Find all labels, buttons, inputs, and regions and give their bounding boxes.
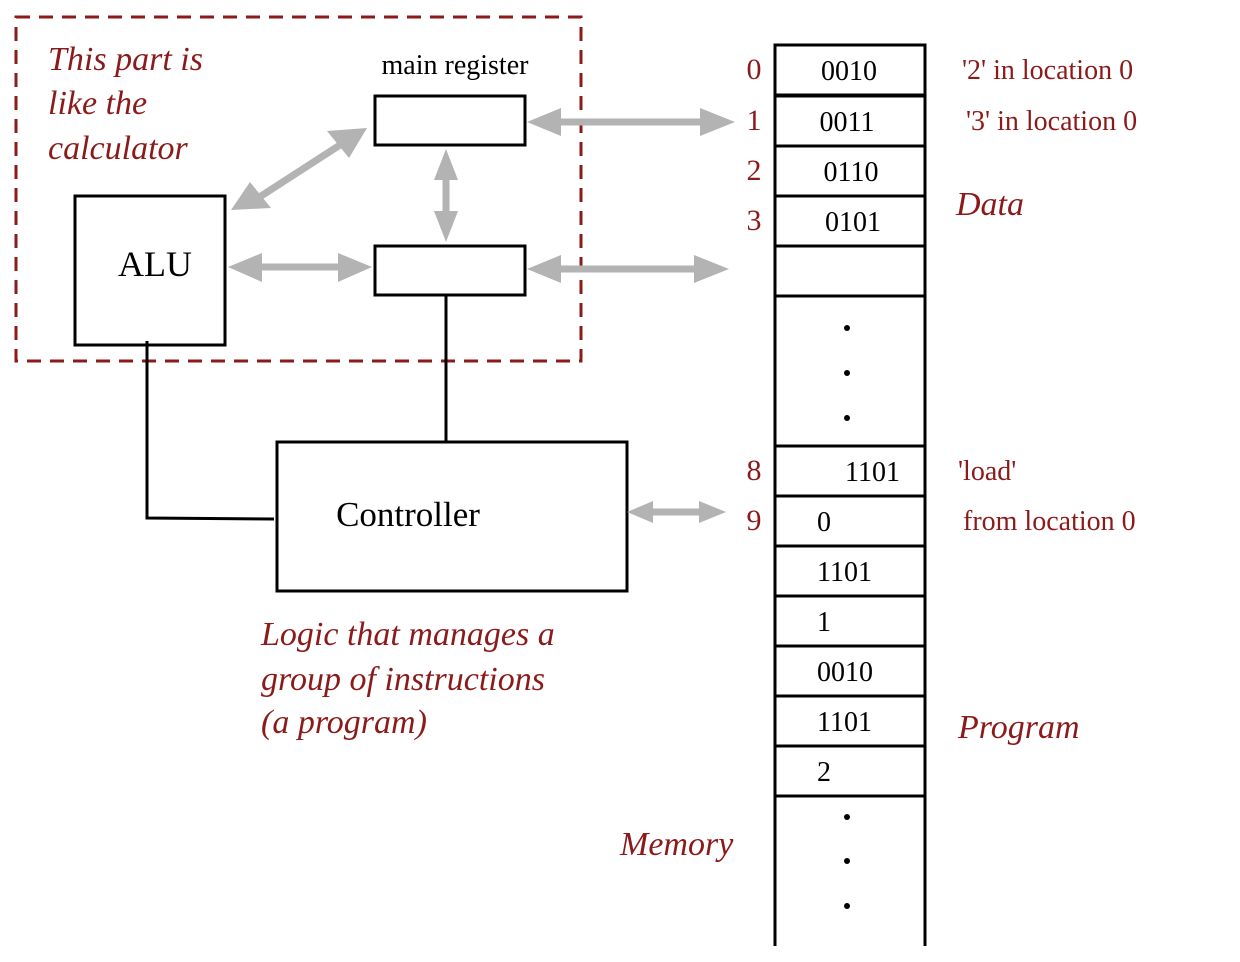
memory-address: 9 [747,504,762,537]
memory-address: 2 [747,154,762,187]
memory-cell [773,244,927,298]
memory-cell-box [773,544,927,598]
memory-address: 1 [747,104,762,137]
controller-caption-line: (a program) [261,704,427,741]
memory-ellipses [844,325,850,909]
ellipsis-dot [844,415,850,421]
memory-note: '3' in location 0 [966,106,1137,137]
arrow-head-icon [231,182,271,210]
register-memory-arrow [527,255,729,283]
data-label: Data [955,186,1024,223]
memory-cell: 0110 2 [747,144,927,198]
memory-cell-value: 1101 [817,707,872,738]
controller-caption-line: Logic that manages a [260,616,555,653]
secondary-register-box [373,244,527,297]
memory-cell: 0011 1 '3' in location 0 [747,94,1137,148]
memory-note: from location 0 [963,506,1136,537]
ellipsis-dot [844,325,850,331]
memory-cell: 0010 0 '2' in location 0 [747,43,1133,97]
controller-caption-line: group of instructions [261,661,545,698]
controller-caption: Logic that manages a group of instructio… [260,616,563,741]
memory-cell-box [773,444,927,498]
memory-note: 'load' [958,456,1016,487]
main-register-memory-arrow [527,108,735,136]
memory-cell-box [773,43,927,97]
memory-note: '2' in location 0 [962,55,1133,86]
memory-cell-value: 1101 [817,557,872,588]
arrow-head-icon [527,255,561,283]
arrow-head-icon [627,501,653,523]
controller-box [275,440,629,593]
memory-cell-box [773,644,927,698]
alu-label: ALU [118,244,192,284]
alu-box [73,194,227,347]
calculator-caption: This part is like the calculator [48,41,211,167]
memory-cell-box [773,244,927,298]
arrow-head-icon [434,149,458,180]
calculator-caption-line: This part is [48,41,203,78]
alu-controller-wire [145,341,275,521]
memory-column: 0010 0 '2' in location 0 0011 1 '3' in locati… [747,43,1137,946]
arrow-head-icon [434,211,458,242]
controller-label: Controller [336,495,480,534]
memory-cell: 0101 3 [747,194,927,248]
memory-cell-value: 0011 [820,107,875,138]
main-register-box [373,94,527,147]
main-register-label: main register [382,50,530,81]
alu-register-arrow [228,253,372,282]
memory-address: 3 [747,204,762,237]
memory-cell-value: 2 [817,757,831,788]
memory-cell: 2 [773,744,927,798]
memory-cell-value: 1 [817,607,831,638]
memory-cell-box [773,744,927,798]
controller-memory-arrow [627,501,726,523]
memory-cell: 1101 [773,694,927,748]
alu-main-register-arrow [231,128,367,210]
memory-cell-box [773,694,927,748]
arrow-head-icon [527,108,561,136]
memory-cell-value: 0 [817,507,831,538]
ellipsis-dot [844,814,850,820]
ellipsis-dot [844,903,850,909]
memory-cell-value: 0010 [817,657,873,688]
memory-cell: 1101 [773,544,927,598]
memory-cell: 0010 [773,644,927,698]
arrow-head-icon [327,128,367,158]
memory-cell: 1 [773,594,927,648]
memory-cell-box [773,594,927,648]
arrow-head-icon [699,501,726,523]
memory-label: Memory [619,826,734,863]
memory-address: 8 [747,454,762,487]
arrow-head-icon [228,253,262,282]
arrow-head-icon [694,255,729,283]
calculator-caption-line: calculator [48,130,189,167]
memory-cell: 1101 8 'load' [747,444,1016,498]
register-register-arrow [434,149,458,242]
ellipsis-dot [844,370,850,376]
memory-cell-box [773,144,927,198]
memory-cell-box [773,94,927,148]
arrow-head-icon [338,253,372,282]
memory-cell-value: 0010 [821,56,877,87]
ellipsis-dot [844,858,850,864]
program-label: Program [957,709,1080,746]
memory-address: 0 [747,53,762,86]
memory-cell-box [773,194,927,248]
memory-cell-value: 0110 [824,157,879,188]
memory-cell-box [773,494,927,548]
calculator-caption-line: like the [48,85,147,122]
memory-cell-value: 1101 [845,457,900,488]
memory-cell: 0 9 from location 0 [747,494,1136,548]
memory-cell-value: 0101 [825,207,881,238]
arrow-head-icon [700,108,735,136]
memory-cells: 0010 0 '2' in location 0 0011 1 '3' in locati… [747,43,1137,798]
calculator-region-border [14,15,583,363]
